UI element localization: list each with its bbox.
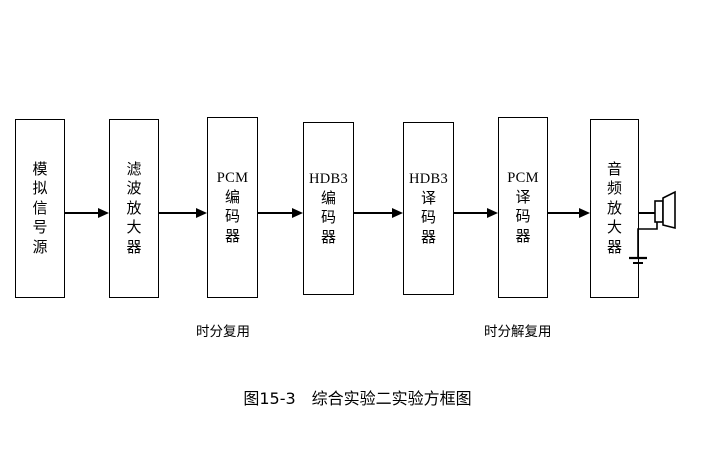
arrow-head-icon <box>98 207 109 218</box>
block-label-line: 器 <box>420 227 436 246</box>
block-label-line: HDB3 <box>308 170 349 187</box>
block-label-line: 信 <box>32 198 48 217</box>
ground-icon <box>629 256 647 264</box>
block-label-line: 滤 <box>126 159 142 178</box>
arrow-shaft <box>639 212 657 214</box>
arrow-head-icon <box>392 207 403 218</box>
block-label-line: 频 <box>606 179 622 198</box>
block-label: 滤波放大器 <box>126 160 141 258</box>
block-label-line: 器 <box>320 227 336 246</box>
block-analog-signal-source: 模拟信号源 <box>15 119 65 298</box>
label-time-division-multiplexing: 时分复用 <box>196 324 250 340</box>
block-label-line: 号 <box>32 218 48 237</box>
block-label-line: 大 <box>606 218 622 237</box>
arrow-shaft <box>548 212 580 214</box>
block-label-line: 码 <box>515 207 531 226</box>
block-label-line: 模 <box>32 159 48 178</box>
block-label-line: 译 <box>420 188 436 207</box>
block-label-line: 器 <box>606 237 622 256</box>
block-label-line: 编 <box>320 188 336 207</box>
connector-arrow <box>354 207 403 219</box>
label-time-division-demultiplexing: 时分解复用 <box>484 324 552 340</box>
figure-caption: 图15-3 综合实验二实验方框图 <box>243 389 472 408</box>
connector-arrow <box>258 207 303 219</box>
block-label-line: 音 <box>606 159 622 178</box>
block-audio-amplifier: 音频放大器 <box>590 119 639 298</box>
block-label-line: 放 <box>606 198 622 217</box>
block-label-line: 器 <box>224 226 240 245</box>
arrow-head-icon <box>196 207 207 218</box>
arrow-shaft <box>454 212 488 214</box>
block-filter-amplifier: 滤波放大器 <box>109 119 159 298</box>
block-label: 音频放大器 <box>607 160 622 258</box>
block-label-line: 波 <box>126 179 142 198</box>
arrow-head-icon <box>579 207 590 218</box>
block-label-line: 大 <box>126 218 142 237</box>
connector-arrow <box>454 207 498 219</box>
arrow-head-icon <box>487 207 498 218</box>
block-label-line: 源 <box>32 237 48 256</box>
arrow-head-icon <box>292 207 303 218</box>
block-label-line: 码 <box>224 207 240 226</box>
block-label-line: 码 <box>320 208 336 227</box>
arrow-shaft <box>354 212 393 214</box>
block-label-line: PCM <box>216 169 249 186</box>
block-label-line: 码 <box>420 208 436 227</box>
block-label: 模拟信号源 <box>32 160 47 258</box>
block-label-line: HDB3 <box>408 170 449 187</box>
block-label-line: PCM <box>507 169 539 186</box>
connector-arrow <box>65 207 109 219</box>
loudspeaker-icon <box>629 190 676 264</box>
block-label-line: 译 <box>515 187 531 206</box>
connector-arrow <box>159 207 207 219</box>
block-label-line: 编 <box>224 187 240 206</box>
arrow-shaft <box>159 212 197 214</box>
arrow-shaft <box>258 212 293 214</box>
connector-arrow <box>548 207 590 219</box>
block-label-line: 放 <box>126 198 142 217</box>
block-label-line: 器 <box>126 237 142 256</box>
arrow-shaft <box>65 212 99 214</box>
block-label-line: 拟 <box>32 179 48 198</box>
block-label-line: 器 <box>515 226 531 245</box>
